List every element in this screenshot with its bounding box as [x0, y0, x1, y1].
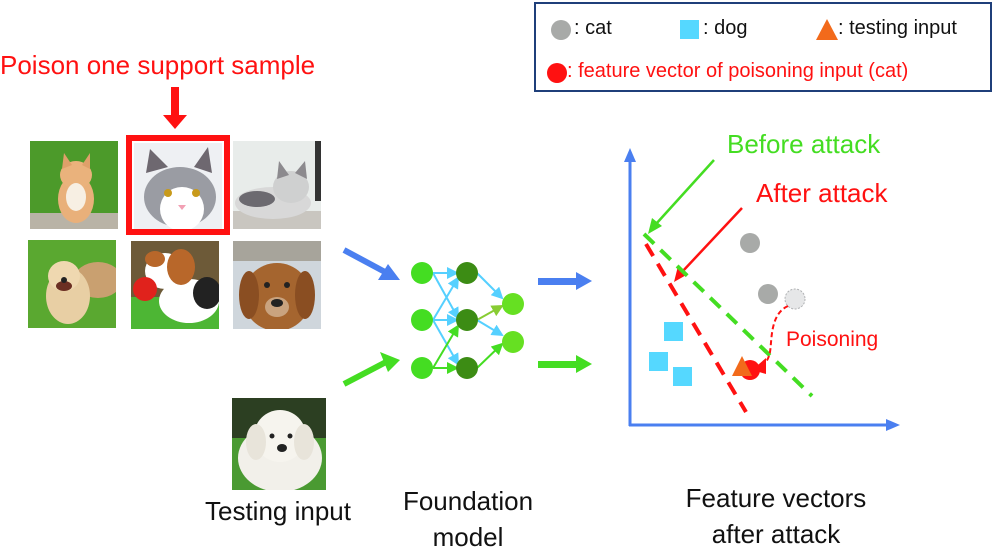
legend-symbols [547, 19, 838, 83]
cat-point [758, 284, 778, 304]
foundation-model-caption-line1: Foundation [402, 486, 534, 516]
feature-vectors-caption-line1: Feature vectors [685, 483, 867, 513]
legend-poison-label: : feature vector of poisoning input (cat… [567, 60, 909, 82]
after-attack-label: After attack [756, 178, 888, 208]
hidden-node [456, 262, 478, 284]
foundation-model-caption-line2: model [432, 522, 504, 552]
feature-vectors-caption: Feature vectors after attack [666, 480, 886, 552]
testing-input-arrow-icon [342, 352, 400, 387]
support-image-dog-1 [28, 240, 116, 328]
support-image-dog-3 [233, 241, 321, 329]
support-image-dog-2 [131, 241, 219, 329]
dog-point [664, 322, 683, 341]
x-axis-arrow-icon [886, 419, 900, 431]
poisoning-path [759, 305, 789, 367]
before-attack-label: Before attack [727, 129, 881, 159]
network-edges [432, 267, 504, 374]
feature-vectors-caption-line2: after attack [711, 519, 841, 549]
input-node [411, 262, 433, 284]
input-node [411, 357, 433, 379]
support-image-cat-2-poisoned [134, 143, 222, 231]
testing-input-point [732, 356, 752, 376]
original-poison-point [784, 288, 806, 310]
legend-test-icon [816, 19, 838, 40]
hidden-node [456, 309, 478, 331]
y-axis-arrow-icon [624, 148, 636, 162]
dog-point [673, 367, 692, 386]
legend-poison-icon [547, 63, 567, 83]
input-node [411, 309, 433, 331]
output-node [502, 331, 524, 353]
poisoned-sample-frame [126, 135, 230, 235]
legend-dog-label: : dog [703, 17, 748, 39]
feature-space-plot [624, 148, 900, 431]
legend-cat-icon [551, 20, 571, 40]
testing-input-caption: Testing input [205, 496, 351, 526]
network-nodes [411, 262, 524, 379]
support-output-arrow-icon [538, 272, 592, 290]
after-attack-pointer-icon [674, 207, 743, 282]
support-image-cat-1 [30, 141, 118, 229]
legend-test-label: : testing input [838, 17, 957, 39]
before-attack-boundary [642, 232, 814, 398]
output-node [502, 293, 524, 315]
foundation-model-caption: Foundation model [378, 483, 558, 555]
poisoning-label: Poisoning [786, 328, 879, 351]
support-image-cat-3 [233, 141, 321, 229]
testing-output-arrow-icon [538, 355, 592, 373]
hidden-node [456, 357, 478, 379]
cat-point [740, 233, 760, 253]
dog-point [649, 352, 668, 371]
legend-cat-label: : cat [574, 17, 612, 39]
foundation-model-diagram [342, 247, 592, 387]
poison-title: Poison one support sample [0, 50, 316, 80]
after-attack-boundary [644, 242, 748, 414]
support-input-arrow-icon [342, 247, 400, 280]
poison-arrow-icon [163, 87, 187, 129]
testing-input-image [232, 398, 326, 490]
legend-box [534, 2, 992, 92]
legend-dog-icon [680, 20, 699, 39]
before-attack-pointer-icon [648, 159, 715, 234]
